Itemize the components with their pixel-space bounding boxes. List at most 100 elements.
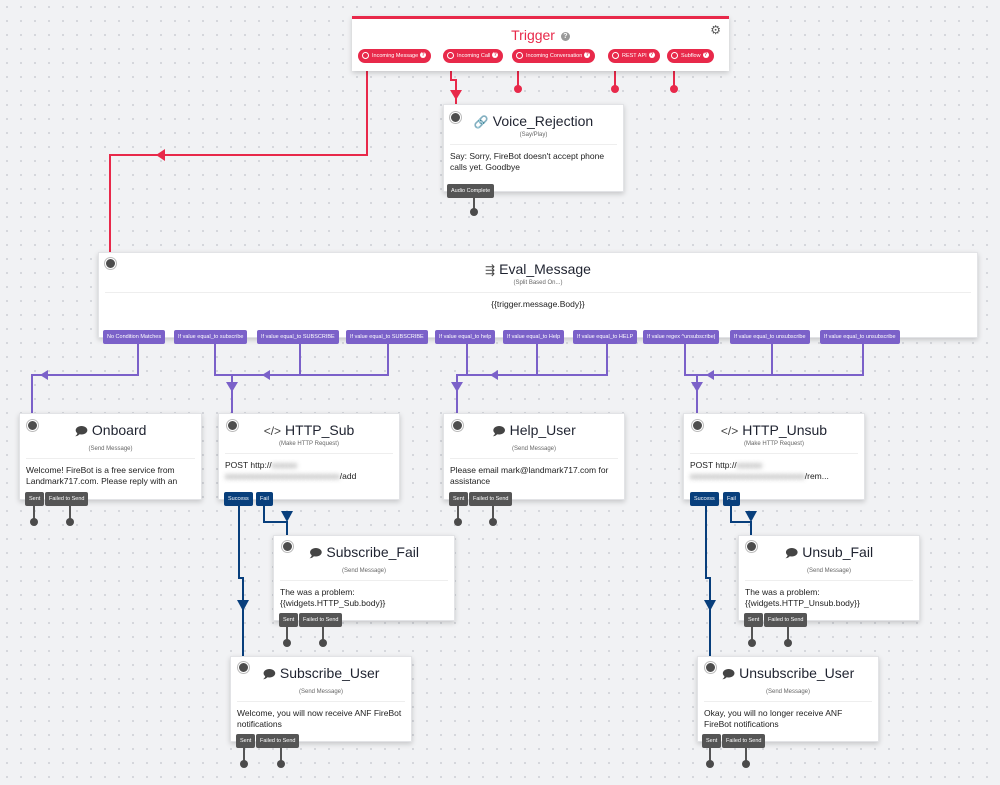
port-endpoint[interactable] bbox=[611, 85, 619, 93]
input-connector[interactable] bbox=[746, 541, 757, 552]
port-endpoint[interactable] bbox=[66, 518, 74, 526]
request-path: /add bbox=[339, 471, 357, 481]
widget-eval-message[interactable]: ⇶Eval_Message (Split Based On...) {{trig… bbox=[98, 252, 978, 338]
port-no-condition[interactable]: No Condition Matches bbox=[103, 330, 166, 344]
widget-help-user[interactable]: 🗩Help_User (Send Message) Please email m… bbox=[443, 413, 625, 500]
port-failed-to-send[interactable]: Failed to Send bbox=[45, 492, 89, 506]
widget-body: Welcome! FireBot is a free service from … bbox=[26, 458, 195, 487]
port-sent[interactable]: Sent bbox=[702, 734, 722, 748]
widget-type: (Send Message) bbox=[511, 446, 557, 452]
widget-voice-rejection[interactable]: 🔗Voice_Rejection (Say/Play) Say: Sorry, … bbox=[443, 104, 624, 192]
gear-icon[interactable]: ⚙ bbox=[710, 23, 721, 37]
trigger-port-rest-api[interactable]: REST API? bbox=[608, 49, 660, 63]
trigger-port-subflow[interactable]: Subflow? bbox=[667, 49, 714, 63]
port-endpoint[interactable] bbox=[748, 639, 756, 647]
input-connector[interactable] bbox=[238, 662, 249, 673]
port-label: Subflow bbox=[681, 53, 701, 59]
port-endpoint[interactable] bbox=[30, 518, 38, 526]
trigger-port-incoming-conversation[interactable]: Incoming Conversation? bbox=[512, 49, 596, 63]
input-connector[interactable] bbox=[692, 420, 703, 431]
widget-title-row: 🗩Subscribe_User bbox=[231, 665, 411, 686]
port-failed-to-send[interactable]: Failed to Send bbox=[256, 734, 300, 748]
widget-title-row: 🗩Unsub_Fail bbox=[739, 544, 919, 565]
port-endpoint[interactable] bbox=[277, 760, 285, 768]
trigger-title-row: Trigger ? bbox=[352, 27, 729, 43]
redacted-url: xxxxxx bbox=[271, 460, 298, 470]
widget-subscribe-user[interactable]: 🗩Subscribe_User (Send Message) Welcome, … bbox=[230, 656, 412, 742]
port-audio-complete[interactable]: Audio Complete bbox=[447, 184, 495, 198]
input-connector[interactable] bbox=[282, 541, 293, 552]
port-label: Incoming Conversation bbox=[526, 53, 583, 59]
widget-http-unsub[interactable]: </>HTTP_Unsub (Make HTTP Request) POST h… bbox=[683, 413, 865, 500]
widget-type: (Send Message) bbox=[298, 689, 344, 695]
port-condition-help-cap[interactable]: If value equal_to Help bbox=[503, 330, 565, 344]
widget-body: The was a problem: {{widgets.HTTP_Unsub.… bbox=[745, 580, 913, 609]
port-success[interactable]: Success bbox=[224, 492, 253, 506]
widget-title: Subscribe_User bbox=[279, 665, 380, 681]
widget-subscribe-fail[interactable]: 🗩Subscribe_Fail (Send Message) The was a… bbox=[273, 535, 455, 621]
port-condition-help[interactable]: If value equal_to help bbox=[435, 330, 496, 344]
port-condition-subscribe[interactable]: If value equal_to subscribe bbox=[174, 330, 248, 344]
port-failed-to-send[interactable]: Failed to Send bbox=[299, 613, 343, 627]
port-endpoint[interactable] bbox=[489, 518, 497, 526]
port-endpoint[interactable] bbox=[514, 85, 522, 93]
widget-onboard[interactable]: 🗩Onboard (Send Message) Welcome! FireBot… bbox=[19, 413, 202, 500]
input-connector[interactable] bbox=[27, 420, 38, 431]
widget-title-row: 🗩Onboard bbox=[20, 422, 201, 443]
port-failed-to-send[interactable]: Failed to Send bbox=[764, 613, 808, 627]
port-endpoint[interactable] bbox=[470, 208, 478, 216]
port-failed-to-send[interactable]: Failed to Send bbox=[469, 492, 513, 506]
widget-body: Okay, you will no longer receive ANF Fir… bbox=[704, 701, 872, 730]
port-endpoint[interactable] bbox=[240, 760, 248, 768]
port-condition-unsubscribe[interactable]: If value equal_to unsubscribe bbox=[730, 330, 810, 344]
widget-http-sub[interactable]: </>HTTP_Sub (Make HTTP Request) POST htt… bbox=[218, 413, 400, 500]
port-condition-unsubscribe-2[interactable]: If value equal_to unsubscribe bbox=[820, 330, 900, 344]
wire-incoming-message bbox=[109, 63, 368, 258]
widget-body: The was a problem: {{widgets.HTTP_Sub.bo… bbox=[280, 580, 448, 609]
widget-unsubscribe-user[interactable]: 🗩Unsubscribe_User (Send Message) Okay, y… bbox=[697, 656, 879, 742]
input-connector[interactable] bbox=[705, 662, 716, 673]
widget-type: (Send Message) bbox=[88, 446, 133, 452]
widget-type: (Make HTTP Request) bbox=[279, 441, 339, 447]
port-condition-subscribe-upper[interactable]: If value equal_to SUBSCRIBE bbox=[257, 330, 339, 344]
port-sent[interactable]: Sent bbox=[449, 492, 469, 506]
input-connector[interactable] bbox=[452, 420, 463, 431]
request-method-url: POST http:// bbox=[225, 460, 272, 470]
port-fail[interactable]: Fail bbox=[256, 492, 273, 506]
port-endpoint[interactable] bbox=[784, 639, 792, 647]
port-endpoint[interactable] bbox=[454, 518, 462, 526]
port-endpoint[interactable] bbox=[706, 760, 714, 768]
widget-unsub-fail[interactable]: 🗩Unsub_Fail (Send Message) The was a pro… bbox=[738, 535, 920, 621]
trigger-port-incoming-message[interactable]: Incoming Message? bbox=[358, 49, 432, 63]
help-icon[interactable]: ? bbox=[560, 31, 570, 41]
port-success[interactable]: Success bbox=[690, 492, 719, 506]
widget-title: Unsubscribe_User bbox=[739, 665, 855, 681]
port-condition-subscribe-upper-2[interactable]: If value equal_to SUBSCRIBE bbox=[346, 330, 428, 344]
split-icon: ⇶ bbox=[485, 263, 496, 277]
port-condition-regex-unsubscribe[interactable]: If value regex ^unsubscribe| bbox=[643, 330, 720, 344]
port-ring-icon bbox=[671, 51, 678, 59]
port-sent[interactable]: Sent bbox=[744, 613, 764, 627]
port-endpoint[interactable] bbox=[283, 639, 291, 647]
widget-body: Welcome, you will now receive ANF FireBo… bbox=[237, 701, 405, 730]
port-sent[interactable]: Sent bbox=[279, 613, 299, 627]
port-ring-icon bbox=[447, 51, 454, 59]
widget-title: HTTP_Sub bbox=[285, 422, 355, 438]
port-sent[interactable]: Sent bbox=[25, 492, 45, 506]
port-endpoint[interactable] bbox=[670, 85, 678, 93]
port-condition-help-upper[interactable]: If value equal_to HELP bbox=[573, 330, 638, 344]
widget-type: (Split Based On...) bbox=[513, 280, 563, 286]
help-icon: ? bbox=[584, 52, 591, 59]
input-connector[interactable] bbox=[227, 420, 238, 431]
input-connector[interactable] bbox=[105, 258, 116, 269]
widget-title: Onboard bbox=[91, 422, 147, 438]
trigger-port-incoming-call[interactable]: Incoming Call? bbox=[443, 49, 504, 63]
port-endpoint[interactable] bbox=[319, 639, 327, 647]
port-sent[interactable]: Sent bbox=[236, 734, 256, 748]
port-fail[interactable]: Fail bbox=[723, 492, 740, 506]
port-endpoint[interactable] bbox=[742, 760, 750, 768]
port-failed-to-send[interactable]: Failed to Send bbox=[722, 734, 766, 748]
widget-type: (Send Message) bbox=[806, 568, 852, 574]
input-connector[interactable] bbox=[450, 112, 461, 123]
